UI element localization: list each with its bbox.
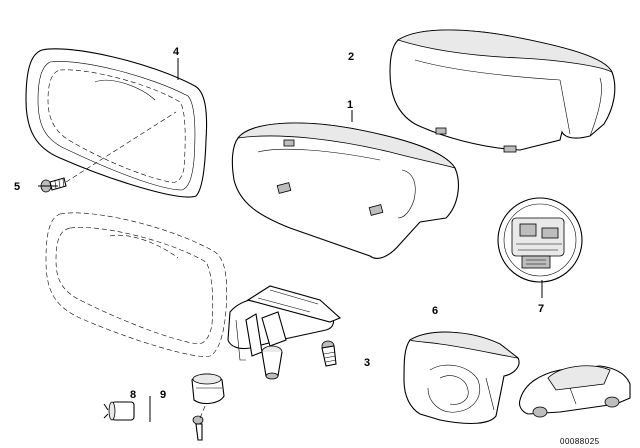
leader-lines [38,58,543,422]
callout-2: 2 [348,51,354,63]
part-8-motor[interactable] [103,401,135,421]
part-9-motor-with-screw[interactable] [191,373,225,441]
callout-6: 6 [432,305,438,317]
part-7-actuator[interactable] [497,197,583,283]
car-location-icon [518,365,631,418]
drawing-code: 00088025 [560,437,600,446]
part-5-screw[interactable] [40,111,177,193]
callout-8: 8 [130,389,136,401]
part-1-mirror-housing[interactable] [231,122,459,259]
callout-7: 7 [538,303,544,315]
mirror-base-assembly[interactable] [45,212,342,380]
part-4-mirror-glass[interactable] [25,48,208,198]
callout-4: 4 [173,46,180,58]
part-2-mirror-cap[interactable] [389,29,616,153]
callout-1: 1 [347,99,353,111]
part-6-mirror-bracket[interactable] [403,331,520,425]
callout-3: 3 [364,357,370,369]
callout-5: 5 [14,181,20,193]
callout-9: 9 [160,389,166,401]
part-3-bolt[interactable] [321,340,337,367]
